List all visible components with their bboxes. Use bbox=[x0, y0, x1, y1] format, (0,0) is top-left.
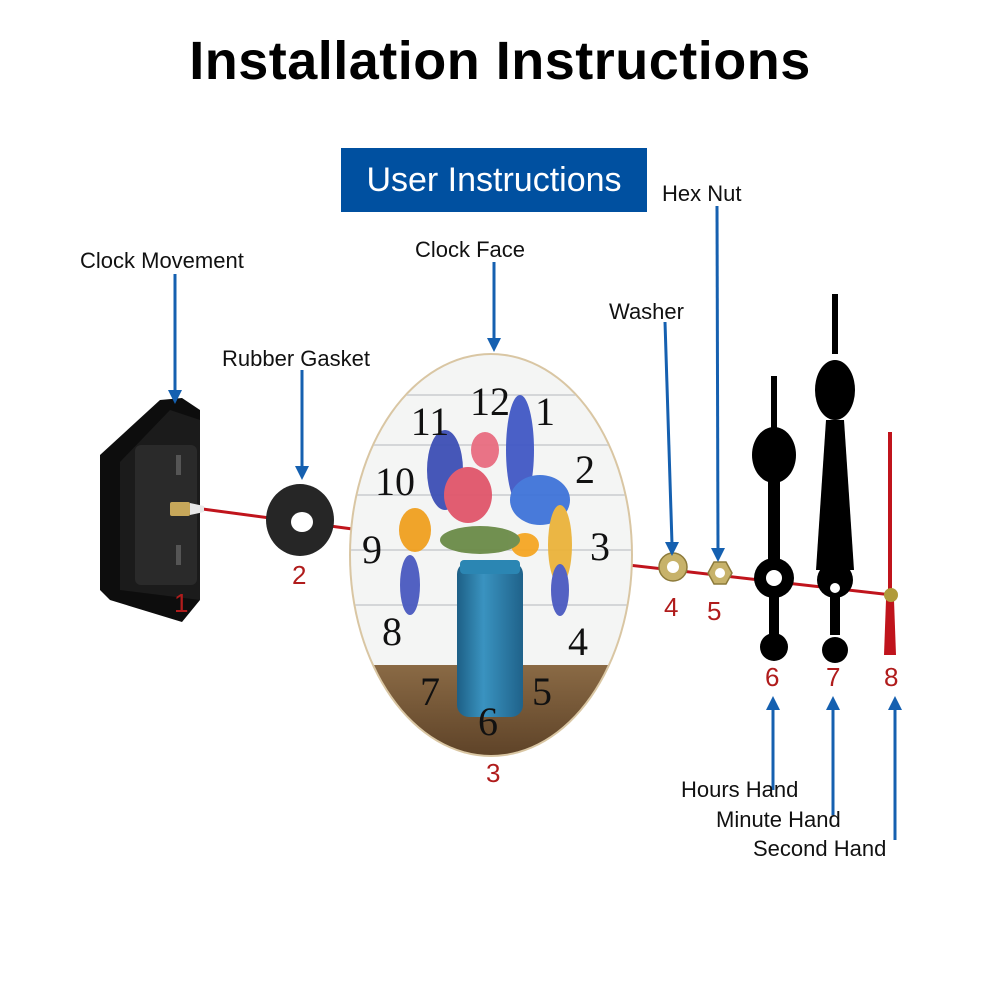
label-clock-face: Clock Face bbox=[415, 237, 526, 262]
label-second-hand: Second Hand bbox=[753, 836, 887, 861]
arrow-hex-nut bbox=[711, 205, 725, 562]
clock-numeral: 12 bbox=[470, 379, 510, 424]
clock-numeral: 3 bbox=[590, 524, 610, 569]
clock-numeral: 11 bbox=[411, 399, 450, 444]
label-clock-movement: Clock Movement bbox=[80, 248, 244, 273]
part-number-8: 8 bbox=[884, 662, 899, 692]
part-number-2: 2 bbox=[292, 560, 307, 590]
label-washer: Washer bbox=[609, 299, 684, 324]
second-hand-icon bbox=[884, 432, 898, 655]
clock-numeral: 8 bbox=[382, 609, 402, 654]
arrow-clock-face bbox=[487, 262, 501, 352]
arrow-hours-hand bbox=[766, 696, 780, 790]
clock-numeral: 4 bbox=[568, 619, 588, 664]
rubber-gasket-icon bbox=[266, 484, 334, 556]
arrow-clock-movement bbox=[168, 274, 182, 404]
part-number-3: 3 bbox=[486, 758, 501, 788]
label-hex-nut: Hex Nut bbox=[662, 181, 742, 206]
clock-numeral: 10 bbox=[375, 459, 415, 504]
clock-numeral: 1 bbox=[535, 389, 555, 434]
arrow-rubber-gasket bbox=[295, 370, 309, 480]
arrow-second-hand bbox=[888, 696, 902, 840]
clock-numeral: 5 bbox=[532, 669, 552, 714]
washer-icon bbox=[658, 552, 688, 582]
part-number-6: 6 bbox=[765, 662, 780, 692]
clock-numeral: 6 bbox=[478, 699, 498, 744]
clock-numeral: 2 bbox=[575, 447, 595, 492]
label-rubber-gasket: Rubber Gasket bbox=[222, 346, 370, 371]
part-number-5: 5 bbox=[707, 596, 722, 626]
part-number-4: 4 bbox=[664, 592, 679, 622]
part-number-1: 1 bbox=[174, 588, 189, 618]
clock-movement-icon bbox=[100, 398, 204, 622]
arrow-washer bbox=[663, 321, 679, 556]
label-minute-hand: Minute Hand bbox=[716, 807, 841, 832]
hex-nut-icon bbox=[707, 561, 733, 585]
page-title: Installation Instructions bbox=[189, 31, 811, 91]
clock-numeral: 7 bbox=[420, 669, 440, 714]
part-number-7: 7 bbox=[826, 662, 841, 692]
clock-face-icon: 12 1 2 3 4 5 6 7 8 9 10 11 bbox=[349, 353, 633, 757]
arrow-minute-hand bbox=[826, 696, 840, 815]
label-hours-hand: Hours Hand bbox=[681, 777, 799, 802]
hours-hand-icon bbox=[752, 376, 796, 661]
clock-numeral: 9 bbox=[362, 527, 382, 572]
user-instructions-banner: User Instructions bbox=[341, 148, 647, 212]
minute-hand-icon bbox=[815, 294, 855, 663]
